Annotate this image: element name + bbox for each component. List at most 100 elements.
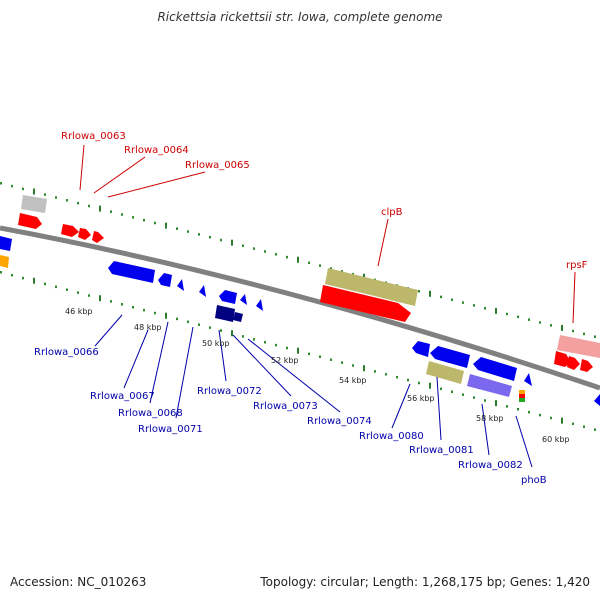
gene-label-rrlowa-0073[interactable]: Rrlowa_0073 bbox=[253, 401, 318, 412]
gene-label-rrlowa-0067[interactable]: Rrlowa_0067 bbox=[90, 391, 155, 402]
gene-label-clpb[interactable]: clpB bbox=[381, 207, 403, 218]
track-dot bbox=[308, 261, 310, 265]
gene-label-rpsf[interactable]: rpsF bbox=[566, 260, 588, 271]
track-dot bbox=[66, 288, 68, 291]
track-dot bbox=[330, 267, 332, 270]
track-tick bbox=[561, 417, 563, 424]
track-tick bbox=[165, 312, 167, 319]
track-dot bbox=[44, 282, 46, 286]
track-dot bbox=[484, 399, 486, 402]
gene-arrow-reverse[interactable] bbox=[594, 394, 600, 406]
gene-arrow-rrlowa-0072[interactable] bbox=[219, 290, 237, 304]
track-tick bbox=[561, 324, 563, 331]
gene-arrow-forward[interactable] bbox=[567, 356, 580, 370]
rna-gene-block[interactable] bbox=[325, 268, 418, 306]
gene-label-phob[interactable]: phoB bbox=[521, 475, 547, 486]
gene-label-rrlowa-0080[interactable]: Rrlowa_0080 bbox=[359, 431, 424, 442]
gene-arrow-forward[interactable] bbox=[580, 359, 593, 372]
track-dot bbox=[275, 253, 277, 256]
multicolor-gene-marker[interactable] bbox=[519, 398, 525, 402]
gene-label-rrlowa-0082[interactable]: Rrlowa_0082 bbox=[458, 460, 523, 471]
gene-arrow-rrlowa-0067[interactable] bbox=[158, 273, 172, 287]
pseudogene-block[interactable] bbox=[21, 195, 47, 213]
track-dot bbox=[253, 338, 255, 341]
track-dot bbox=[319, 264, 321, 267]
reverse-strand-genes bbox=[0, 236, 600, 406]
gene-arrow-rrlowa-0080[interactable] bbox=[412, 341, 430, 357]
track-dot bbox=[319, 355, 321, 359]
scale-label: 58 kbp bbox=[476, 414, 504, 423]
scale-label: 48 kbp bbox=[134, 323, 162, 332]
scale-label: 60 kbp bbox=[542, 435, 570, 444]
gene-label-rrlowa-0074[interactable]: Rrlowa_0074 bbox=[307, 416, 372, 427]
track-dot bbox=[286, 346, 288, 350]
multicolor-gene-marker[interactable] bbox=[519, 390, 525, 394]
gene-arrow-rpsf[interactable] bbox=[554, 351, 571, 367]
track-dot bbox=[110, 210, 112, 213]
track-dot bbox=[0, 271, 2, 274]
multicolor-gene-marker[interactable] bbox=[519, 394, 525, 398]
gene-arrow-rrlowa-0073[interactable] bbox=[240, 294, 247, 305]
track-dot bbox=[154, 221, 156, 225]
track-dot bbox=[264, 250, 266, 253]
gene-arrow-phob[interactable] bbox=[524, 373, 532, 386]
track-dot bbox=[198, 323, 200, 326]
track-tick bbox=[429, 382, 431, 389]
track-dot bbox=[88, 294, 90, 297]
navy-gene-block[interactable] bbox=[215, 305, 235, 322]
track-dot bbox=[418, 289, 420, 293]
track-dot bbox=[55, 285, 57, 289]
track-dot bbox=[550, 324, 552, 327]
track-dot bbox=[22, 276, 24, 280]
gene-label-rrlowa-0064[interactable]: Rrlowa_0064 bbox=[124, 145, 189, 156]
purple-gene-block[interactable] bbox=[467, 374, 512, 397]
track-dot bbox=[583, 425, 585, 428]
gene-label-rrlowa-0071[interactable]: Rrlowa_0071 bbox=[138, 424, 203, 435]
navy-gene-block[interactable] bbox=[233, 312, 243, 322]
track-dot bbox=[220, 329, 222, 332]
forward-strand-genes bbox=[18, 213, 593, 372]
gene-arrow-rrlowa-0066[interactable] bbox=[108, 261, 155, 283]
track-dot bbox=[143, 218, 145, 222]
track-dot bbox=[286, 255, 288, 259]
track-dot bbox=[539, 321, 541, 324]
track-dot bbox=[451, 298, 453, 302]
track-tick bbox=[495, 307, 497, 314]
pink-gene-block[interactable] bbox=[557, 335, 600, 358]
gene-label-rrlowa-0072[interactable]: Rrlowa_0072 bbox=[197, 386, 262, 397]
track-dot bbox=[209, 235, 211, 239]
gene-arrow-rrlowa-0071[interactable] bbox=[199, 285, 206, 297]
track-dot bbox=[55, 196, 57, 199]
track-tick bbox=[231, 239, 233, 246]
orange-gene-block[interactable] bbox=[0, 255, 9, 268]
scale-label: 52 kbp bbox=[271, 356, 299, 365]
gene-arrow-rrlowa-0063[interactable] bbox=[61, 224, 79, 237]
gene-arrow-reverse[interactable] bbox=[0, 236, 12, 251]
gene-label-rrlowa-0081[interactable]: Rrlowa_0081 bbox=[409, 445, 474, 456]
track-dot bbox=[121, 213, 123, 216]
track-dot bbox=[0, 182, 2, 185]
track-dot bbox=[396, 375, 398, 379]
gene-arrow-rrlowa-0082[interactable] bbox=[473, 357, 517, 381]
track-dot bbox=[220, 238, 222, 242]
track-dot bbox=[462, 393, 464, 396]
rna-gene-block[interactable] bbox=[426, 361, 464, 384]
gene-arrow-rrlowa-0081[interactable] bbox=[430, 346, 470, 368]
gene-label-rrlowa-0063[interactable]: Rrlowa_0063 bbox=[61, 131, 126, 142]
gene-arrow-rrlowa-0068[interactable] bbox=[177, 279, 184, 291]
gene-label-rrlowa-0068[interactable]: Rrlowa_0068 bbox=[118, 408, 183, 419]
gene-arrow-rrlowa-0074[interactable] bbox=[256, 299, 263, 311]
track-tick bbox=[363, 273, 365, 280]
gene-arrow-rrlowa-0065[interactable] bbox=[92, 231, 104, 243]
gene-label-rrlowa-0065[interactable]: Rrlowa_0065 bbox=[185, 160, 250, 171]
gene-label-rrlowa-0066[interactable]: Rrlowa_0066 bbox=[34, 347, 99, 358]
track-tick bbox=[429, 290, 431, 297]
gene-arrow-forward[interactable] bbox=[18, 213, 42, 229]
gene-arrow-clpb[interactable] bbox=[320, 285, 411, 322]
gene-arrow-rrlowa-0064[interactable] bbox=[78, 228, 91, 240]
forward-label-callouts bbox=[79, 144, 576, 324]
track-dot bbox=[462, 301, 464, 304]
track-dot bbox=[121, 303, 123, 306]
